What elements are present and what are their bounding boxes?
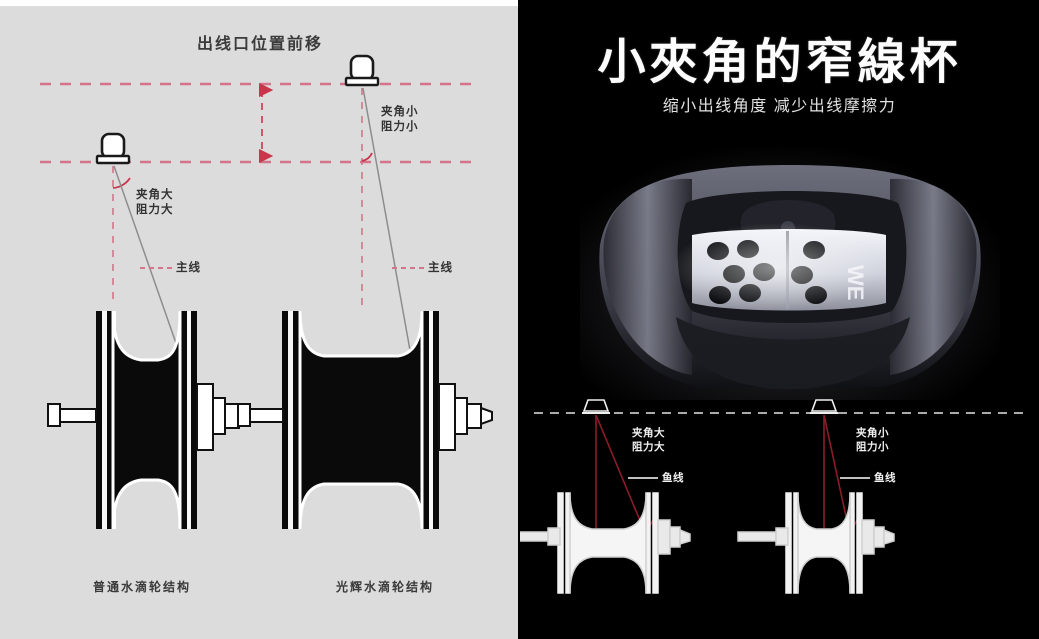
- right-spool-drawing: [237, 310, 493, 530]
- rd-right-spool: [737, 492, 895, 594]
- left-big-angle-line2: 阻力大: [136, 204, 174, 216]
- rd-right-guide-icon: [810, 399, 838, 414]
- right-photo-panel: 小夾角的窄線杯 缩小出线角度 减少出线摩擦力: [520, 0, 1039, 639]
- left-spool-drawing: [47, 310, 251, 530]
- right-mainline-label: 主线: [428, 262, 453, 274]
- right-small-angle-line2: 阻力小: [381, 121, 419, 133]
- right-panel-subtitle: 缩小出线角度 减少出线摩擦力: [662, 98, 897, 115]
- rd-right-line-b: [823, 414, 851, 536]
- right-small-angle-annotation: 夹角小 阻力小: [381, 105, 419, 135]
- rd-right-legend-label: 鱼线: [874, 472, 896, 484]
- rd-left-annotation-line2: 阻力大: [632, 441, 665, 453]
- perforated-spool: WE: [672, 223, 886, 311]
- right-panel-diagram: [520, 399, 1025, 594]
- left-big-angle-annotation: 夹角大 阻力大: [136, 188, 174, 218]
- right-line-guide-icon: [344, 54, 380, 87]
- rd-left-legend-label: 鱼线: [662, 472, 684, 484]
- reel-left-plate: [603, 178, 692, 375]
- right-small-angle-line1: 夹角小: [381, 106, 419, 118]
- left-mainline-label: 主线: [176, 262, 201, 274]
- left-panel-title: 出线口位置前移: [196, 36, 323, 53]
- rd-right-annotation-line2: 阻力小: [856, 441, 889, 453]
- rd-left-spool: [520, 492, 691, 594]
- left-line-guide-icon: [95, 132, 131, 165]
- left-panel-drawing: [40, 54, 493, 530]
- right-panel-title: 小夾角的窄線杯: [597, 34, 962, 90]
- right-angle-arc: [361, 152, 373, 162]
- left-diagram-panel: 出线口位置前移: [0, 6, 520, 639]
- rd-left-guide-icon: [582, 399, 610, 414]
- left-caption: 普通水滴轮结构: [93, 580, 192, 594]
- panel-divider: [518, 0, 521, 639]
- rd-left-annotation-line1: 夹角大: [632, 427, 665, 439]
- left-angle-arc: [112, 177, 131, 189]
- reel-product-photo: WE: [580, 135, 1000, 400]
- reel-right-plate: [890, 178, 977, 375]
- right-caption: 光辉水滴轮结构: [336, 580, 435, 594]
- rd-right-annotation-line1: 夹角小: [856, 427, 889, 439]
- rd-left-annotation: 夹角大 阻力大: [632, 426, 665, 454]
- reel-photo-art: WE: [599, 165, 981, 389]
- rd-left-line-b: [595, 414, 647, 536]
- rd-right-annotation: 夹角小 阻力小: [856, 426, 889, 454]
- left-big-angle-line1: 夹角大: [136, 189, 174, 201]
